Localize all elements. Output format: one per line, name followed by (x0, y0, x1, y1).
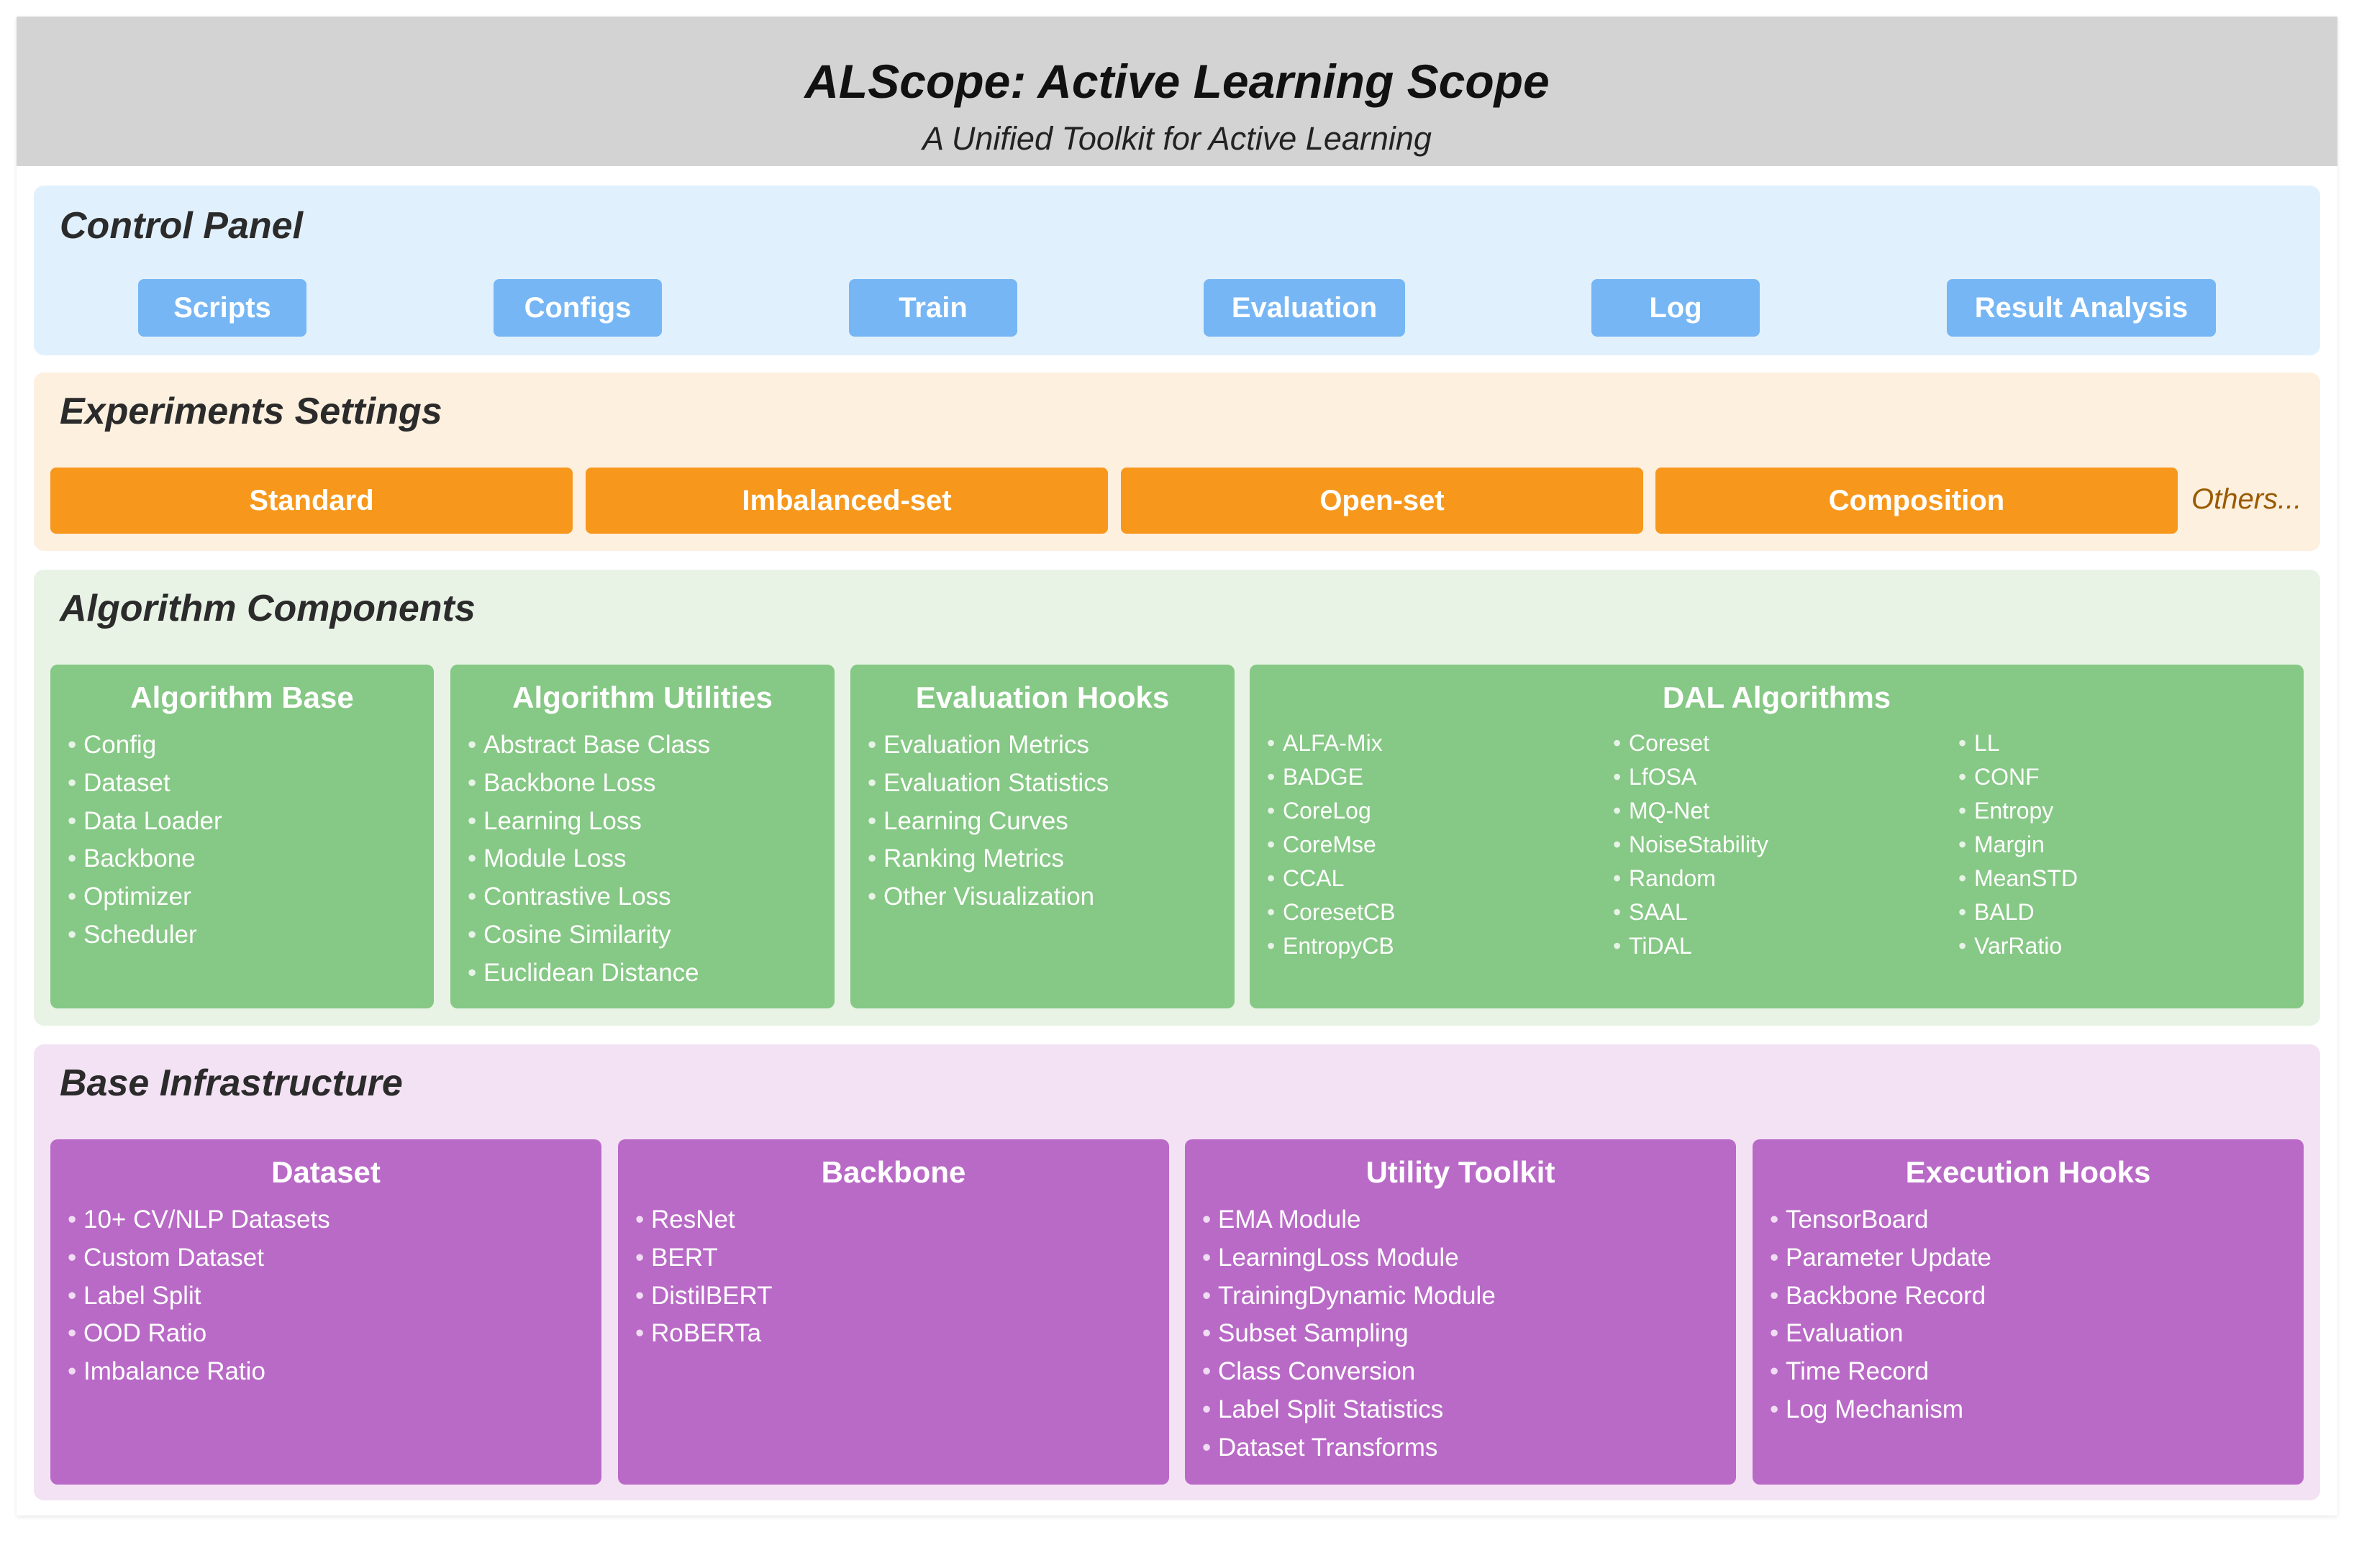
list-item: Config (68, 726, 222, 765)
control-panel-section: Control Panel Scripts Configs Train Eval… (34, 186, 2320, 355)
list-item: RoBERTa (635, 1315, 773, 1353)
list-item: BALD (1958, 895, 2078, 929)
list-item: Evaluation Statistics (868, 765, 1109, 803)
base-infrastructure-title: Base Infrastructure (60, 1062, 403, 1104)
list-item: Entropy (1958, 794, 2078, 828)
list-item: Cosine Similarity (468, 916, 710, 954)
evaluation-hooks-card: Evaluation Hooks Evaluation Metrics Eval… (850, 665, 1235, 1008)
list-item: CoreLog (1267, 794, 1396, 828)
algorithm-base-card: Algorithm Base Config Dataset Data Loade… (50, 665, 434, 1008)
list-item: VarRatio (1958, 929, 2078, 963)
card-title: Dataset (271, 1155, 381, 1189)
list-item: NoiseStability (1613, 828, 1768, 862)
list-item: Dataset Transforms (1202, 1429, 1496, 1467)
list-item: Optimizer (68, 878, 222, 916)
list-item: DistilBERT (635, 1277, 773, 1316)
list-item: Ranking Metrics (868, 840, 1109, 878)
list-item: Data Loader (68, 803, 222, 841)
list-item: Evaluation (1770, 1315, 1991, 1353)
list-item: MeanSTD (1958, 862, 2078, 895)
list-item: Coreset (1613, 726, 1768, 760)
open-set-button[interactable]: Open-set (1121, 468, 1643, 534)
list-item: Scheduler (68, 916, 222, 954)
list-item: EMA Module (1202, 1201, 1496, 1239)
list-item: Dataset (68, 765, 222, 803)
configs-button[interactable]: Configs (494, 279, 662, 337)
card-title: DAL Algorithms (1662, 680, 1891, 714)
list-item: Backbone (68, 840, 222, 878)
list-item: Log Mechanism (1770, 1391, 1991, 1429)
algorithm-components-section: Algorithm Components Algorithm Base Conf… (34, 570, 2320, 1026)
list-item: CoresetCB (1267, 895, 1396, 929)
list-item: Evaluation Metrics (868, 726, 1109, 765)
list-item: 10+ CV/NLP Datasets (68, 1201, 330, 1239)
list-item: Margin (1958, 828, 2078, 862)
card-title: Utility Toolkit (1365, 1155, 1555, 1189)
dataset-card: Dataset 10+ CV/NLP Datasets Custom Datas… (50, 1139, 601, 1485)
list-item: Parameter Update (1770, 1239, 1991, 1277)
list-item: LfOSA (1613, 760, 1768, 794)
list-item: ALFA-Mix (1267, 726, 1396, 760)
list-item: EntropyCB (1267, 929, 1396, 963)
list-item: Label Split (68, 1277, 330, 1316)
list-item: Other Visualization (868, 878, 1109, 916)
list-item: Imbalance Ratio (68, 1353, 330, 1391)
list-item: Subset Sampling (1202, 1315, 1496, 1353)
list-item: CCAL (1267, 862, 1396, 895)
card-title: Evaluation Hooks (915, 680, 1170, 714)
algorithm-components-title: Algorithm Components (60, 588, 476, 629)
algorithm-utilities-card: Algorithm Utilities Abstract Base Class … (450, 665, 835, 1008)
backbone-card: Backbone ResNet BERT DistilBERT RoBERTa (618, 1139, 1169, 1485)
list-item: MQ-Net (1613, 794, 1768, 828)
list-item: Random (1613, 862, 1768, 895)
list-item: Euclidean Distance (468, 954, 710, 993)
evaluation-button[interactable]: Evaluation (1204, 279, 1405, 337)
list-item: Backbone Record (1770, 1277, 1991, 1316)
card-title: Algorithm Utilities (512, 680, 773, 714)
log-button[interactable]: Log (1591, 279, 1760, 337)
list-item: CoreMse (1267, 828, 1396, 862)
dal-algorithms-card: DAL Algorithms ALFA-Mix BADGE CoreLog Co… (1250, 665, 2304, 1008)
list-item: TiDAL (1613, 929, 1768, 963)
result-analysis-button[interactable]: Result Analysis (1947, 279, 2216, 337)
list-item: TrainingDynamic Module (1202, 1277, 1496, 1316)
list-item: OOD Ratio (68, 1315, 330, 1353)
list-item: Custom Dataset (68, 1239, 330, 1277)
list-item: CONF (1958, 760, 2078, 794)
execution-hooks-card: Execution Hooks TensorBoard Parameter Up… (1753, 1139, 2304, 1485)
diagram-title: ALScope: Active Learning Scope (804, 55, 1550, 108)
experiments-settings-section: Experiments Settings Standard Imbalanced… (34, 373, 2320, 551)
imbalanced-set-button[interactable]: Imbalanced-set (586, 468, 1108, 534)
base-infrastructure-section: Base Infrastructure Dataset 10+ CV/NLP D… (34, 1044, 2320, 1500)
card-title: Algorithm Base (130, 680, 354, 714)
composition-button[interactable]: Composition (1655, 468, 2178, 534)
list-item: Label Split Statistics (1202, 1391, 1496, 1429)
train-button[interactable]: Train (849, 279, 1017, 337)
header: ALScope: Active Learning Scope A Unified… (17, 17, 2337, 166)
experiments-settings-title: Experiments Settings (60, 391, 442, 432)
list-item: LearningLoss Module (1202, 1239, 1496, 1277)
list-item: Class Conversion (1202, 1353, 1496, 1391)
diagram-subtitle: A Unified Toolkit for Active Learning (922, 120, 1432, 157)
list-item: Abstract Base Class (468, 726, 710, 765)
list-item: Learning Curves (868, 803, 1109, 841)
others-label: Others... (2191, 483, 2302, 515)
list-item: ResNet (635, 1201, 773, 1239)
list-item: SAAL (1613, 895, 1768, 929)
list-item: Backbone Loss (468, 765, 710, 803)
list-item: TensorBoard (1770, 1201, 1991, 1239)
list-item: BERT (635, 1239, 773, 1277)
standard-button[interactable]: Standard (50, 468, 573, 534)
scripts-button[interactable]: Scripts (138, 279, 306, 337)
list-item: BADGE (1267, 760, 1396, 794)
list-item: Learning Loss (468, 803, 710, 841)
list-item: Module Loss (468, 840, 710, 878)
utility-toolkit-card: Utility Toolkit EMA Module LearningLoss … (1185, 1139, 1736, 1485)
list-item: LL (1958, 726, 2078, 760)
list-item: Time Record (1770, 1353, 1991, 1391)
list-item: Contrastive Loss (468, 878, 710, 916)
control-panel-title: Control Panel (60, 205, 304, 247)
card-title: Execution Hooks (1905, 1155, 2151, 1189)
card-title: Backbone (821, 1155, 966, 1189)
